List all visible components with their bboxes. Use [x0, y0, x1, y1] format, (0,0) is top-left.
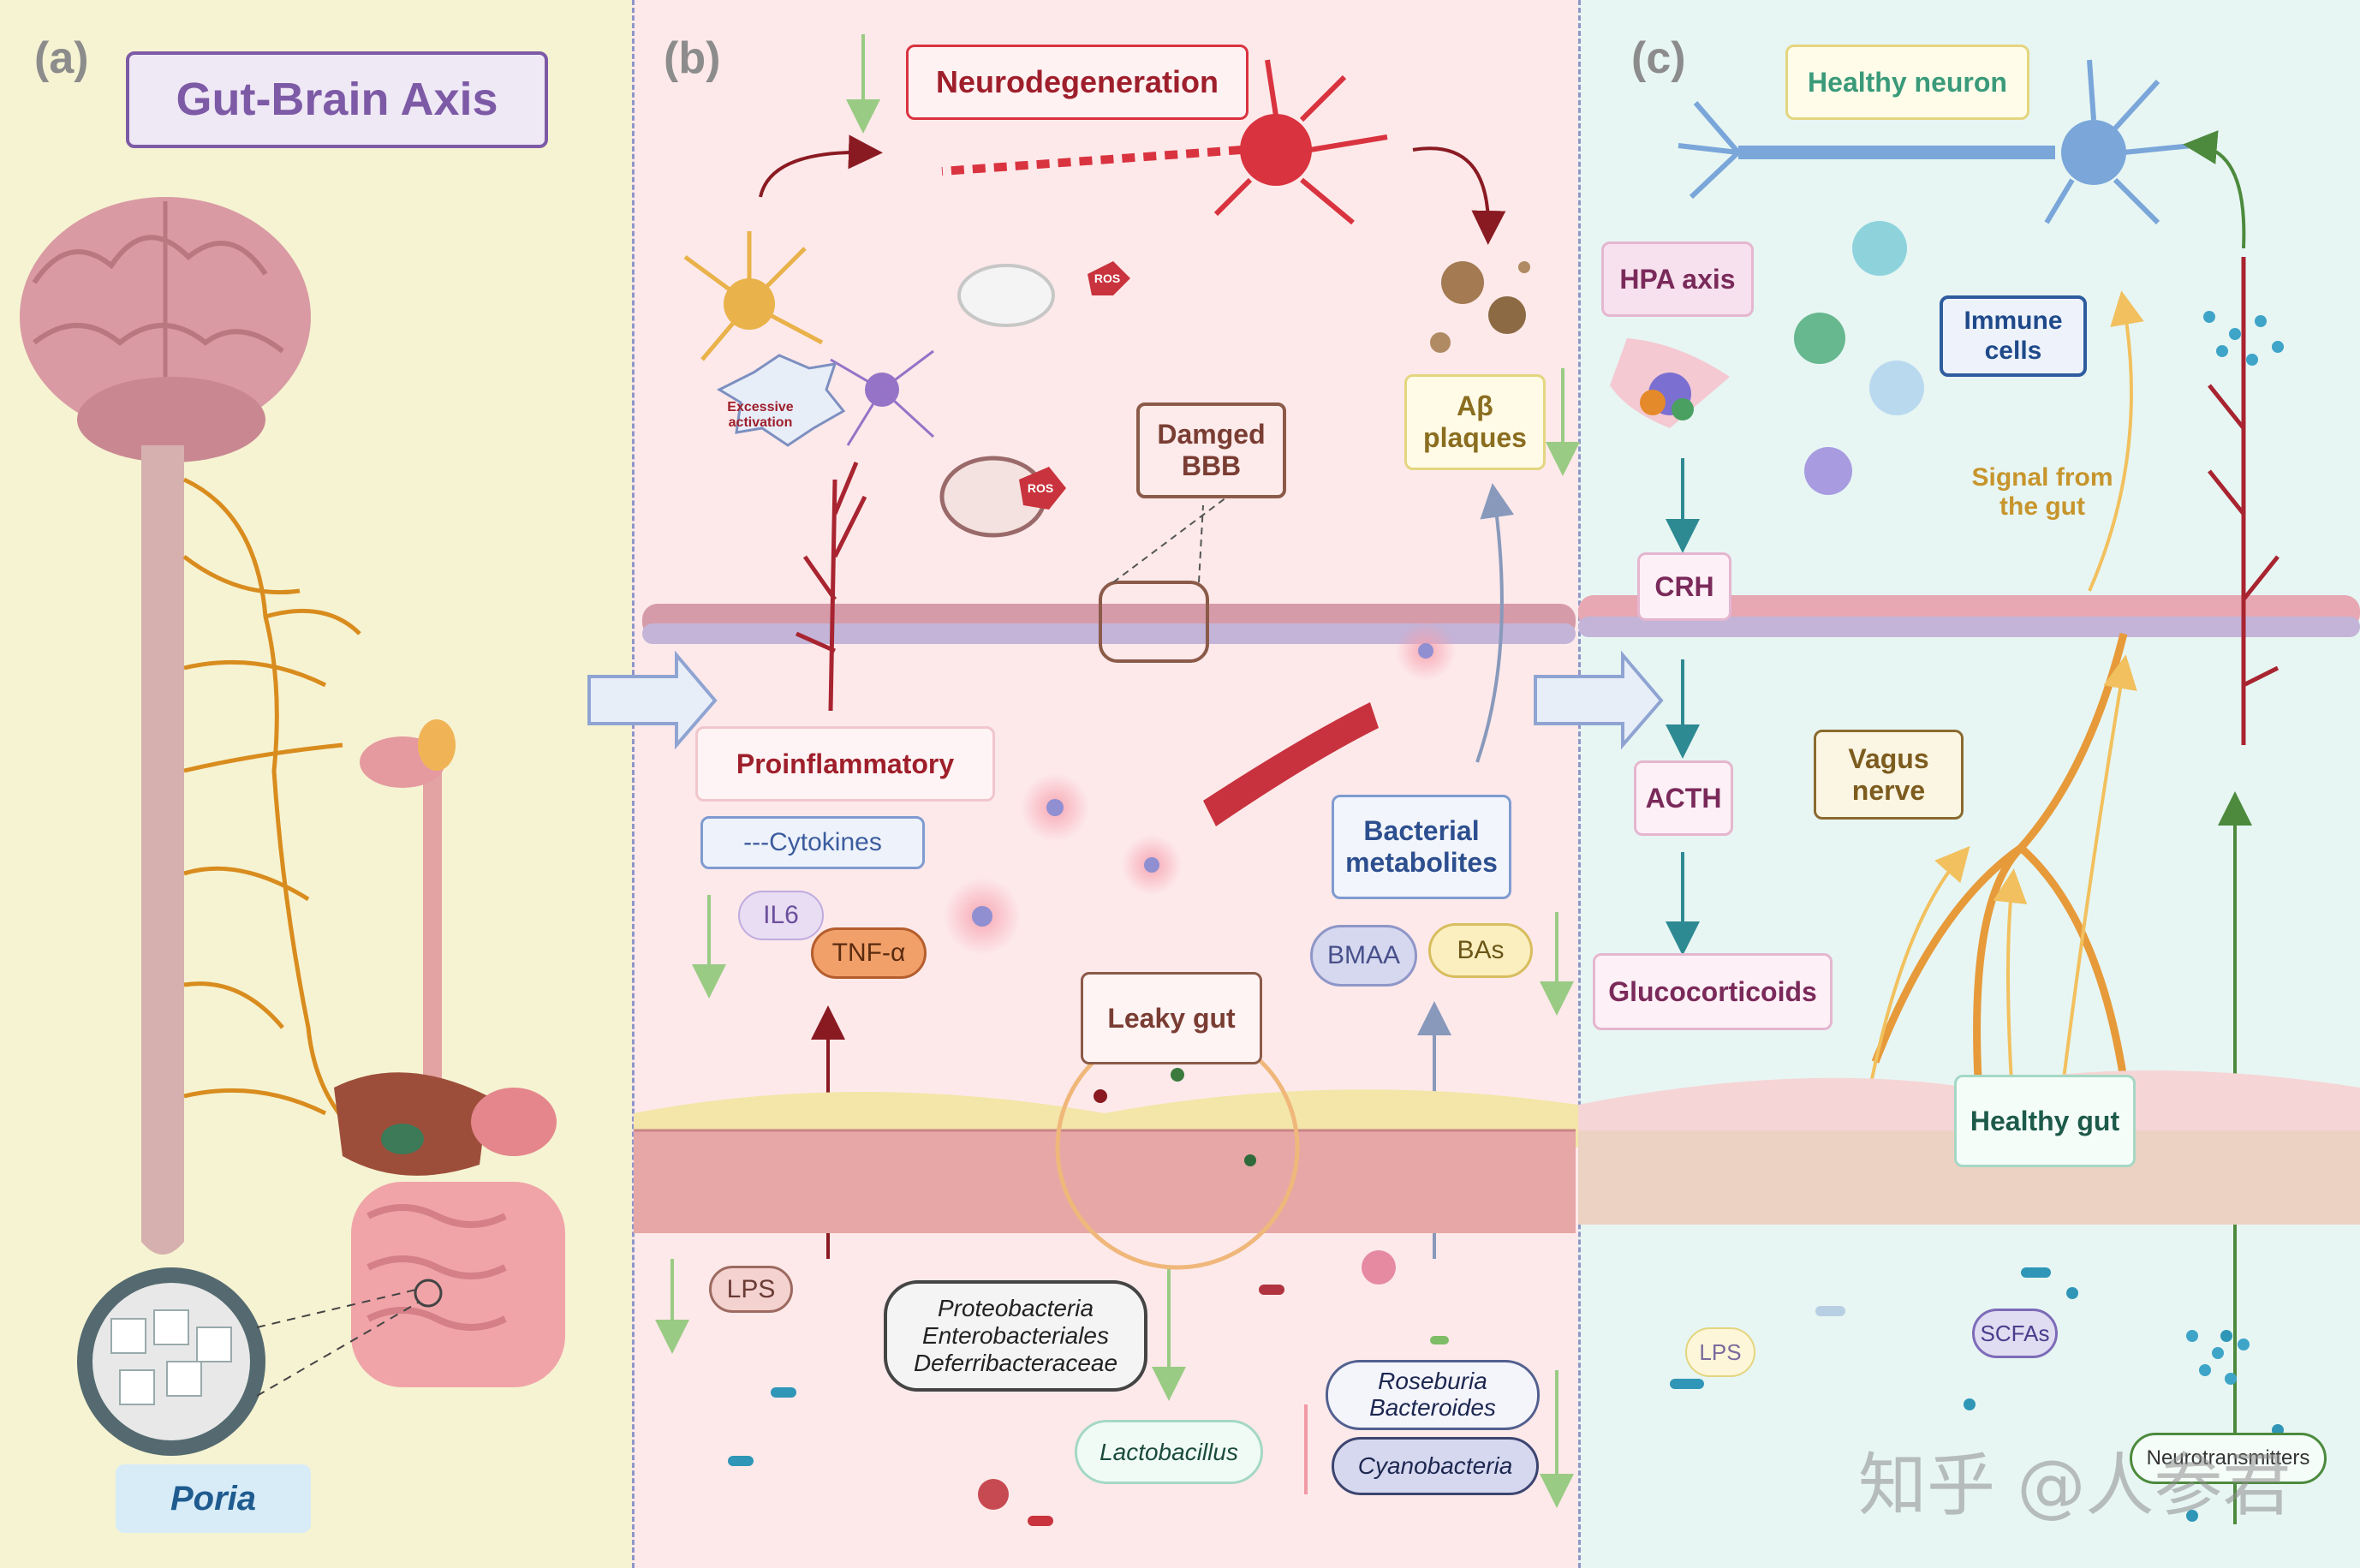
digestive-organs	[334, 719, 565, 1387]
acth-label: ACTH	[1634, 760, 1733, 836]
tnf-alpha-pill: TNF-α	[811, 927, 927, 979]
neurodegeneration-label: Neurodegeneration	[906, 45, 1249, 120]
vagus-nerve-label: Vagus nerve	[1814, 730, 1964, 820]
lps-pill-c: LPS	[1685, 1327, 1755, 1377]
watermark: 知乎 @人参君	[1858, 1446, 2291, 1525]
roseburia-pill: Roseburia Bacteroides	[1326, 1360, 1540, 1430]
arrow-up-to-plaques	[1475, 483, 1515, 763]
spinal-cord	[141, 445, 184, 1255]
blood-vessel-c	[2208, 257, 2280, 745]
transition-arrow-ab	[587, 650, 718, 750]
panel-label-a: (a)	[34, 33, 89, 83]
divider-ab	[632, 0, 635, 1568]
neurotransmitters-pill: Neurotransmitters	[2130, 1433, 2327, 1484]
immune-cells-label: Immune cells	[1940, 295, 2087, 377]
blood-brain-barrier	[642, 492, 1576, 663]
hpa-axis-label: HPA axis	[1601, 241, 1754, 317]
excessive-activation-label: Excessive activation	[727, 399, 794, 430]
il6-pill: IL6	[738, 891, 824, 940]
leaky-gut-label: Leaky gut	[1081, 972, 1262, 1064]
proinflammatory-label: Proinflammatory	[695, 726, 995, 802]
bmaa-pill: BMAA	[1310, 925, 1417, 987]
glucocorticoids-label: Glucocorticoids	[1593, 953, 1833, 1030]
blood-vessel-b	[795, 462, 867, 712]
amyloid-plaques	[1430, 261, 1530, 353]
gut-epithelium-b	[634, 1025, 1578, 1270]
ros-label-mito: ROS	[1027, 480, 1054, 495]
signal-arrows	[1865, 290, 2144, 1106]
hypothalamus-illustration	[1610, 338, 1730, 428]
arrow-to-healthy-neuron	[2183, 130, 2246, 249]
bacteria-b	[728, 1250, 1449, 1526]
healthy-neuron	[1678, 59, 2193, 225]
transition-arrow-bc	[1534, 650, 1664, 750]
sm-dots	[2186, 311, 2284, 1385]
cyanobacteria-pill: Cyanobacteria	[1332, 1437, 1539, 1495]
immune-cells-illustration	[1794, 221, 1924, 495]
panel-label-c: (c)	[1631, 33, 1686, 83]
vagus-nerves	[182, 477, 387, 1159]
scfas-pill: SCFAs	[1972, 1309, 2058, 1358]
lps-pill-b: LPS	[709, 1266, 793, 1313]
arrow-to-plaques	[1412, 146, 1506, 245]
cytokines-label: ---Cytokines	[700, 816, 925, 869]
damaged-bbb-label: Damged BBB	[1136, 402, 1286, 498]
healthy-neuron-label: Healthy neuron	[1785, 45, 2029, 120]
mitochondria	[939, 261, 1130, 538]
proteobacteria-pill: Proteobacteria Enterobacteriales Deferri…	[884, 1280, 1147, 1392]
bacterial-metabolites-label: Bacterial metabolites	[1332, 795, 1511, 899]
divider-bc	[1578, 0, 1581, 1568]
inflammatory-particles	[944, 621, 1456, 955]
ros-label-top: ROS	[1094, 271, 1121, 285]
bacteria-c	[1670, 1267, 2284, 1522]
crh-label: CRH	[1637, 552, 1731, 621]
abeta-plaques-label: Aβ plaques	[1404, 374, 1546, 470]
lactobacillus-pill: Lactobacillus	[1075, 1420, 1263, 1484]
figure-title: Gut-Brain Axis	[126, 51, 548, 148]
neurodegenerating-neuron	[941, 59, 1388, 225]
bbb-c	[1578, 595, 2360, 637]
healthy-gut-label: Healthy gut	[1954, 1075, 2136, 1167]
arrow-to-neurodegeneration	[759, 134, 883, 198]
poria-label: Poria	[116, 1464, 311, 1533]
bas-pill: BAs	[1428, 923, 1533, 978]
panel-label-b: (b)	[664, 33, 721, 83]
brain-illustration	[20, 197, 311, 462]
vagus-nerve-c	[1871, 632, 2128, 1080]
microglia-cells	[683, 231, 935, 447]
red-blood-vessel	[1203, 702, 1379, 826]
poria-illustration	[77, 1267, 420, 1456]
signal-from-gut-label: Signal from the gut	[1971, 462, 2113, 522]
